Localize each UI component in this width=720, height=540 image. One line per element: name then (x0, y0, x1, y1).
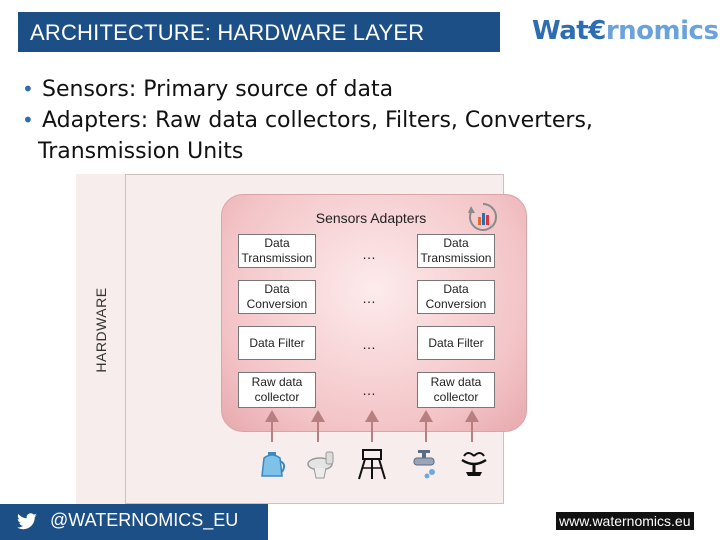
middle-ellipsis: … (362, 336, 376, 352)
right-data-conversion: Data Conversion (417, 280, 495, 314)
data-flow-arrow (365, 410, 379, 442)
middle-ellipsis: … (362, 246, 376, 262)
middle-ellipsis: … (362, 382, 376, 398)
right-data-transmission: Data Transmission (417, 234, 495, 268)
left-raw-data-collector: Raw data collector (238, 372, 316, 408)
bullet-adapters: Adapters: Raw data collectors, Filters, … (22, 105, 593, 136)
data-flow-arrow (419, 410, 433, 442)
bullet-sensors: Sensors: Primary source of data (22, 74, 593, 105)
kettle-icon (261, 452, 286, 477)
hardware-label: HARDWARE (93, 287, 109, 373)
data-flow-arrow (265, 410, 279, 442)
twitter-footer (0, 504, 268, 540)
right-data-filter: Data Filter (417, 326, 495, 360)
twitter-bird-icon (17, 513, 37, 530)
middle-ellipsis: … (362, 290, 376, 306)
faucet-icon (413, 450, 435, 479)
left-data-filter: Data Filter (238, 326, 316, 360)
website-link[interactable]: www.waternomics.eu (556, 512, 694, 530)
bullet-list: Sensors: Primary source of data Adapters… (22, 74, 593, 167)
left-data-conversion: Data Conversion (238, 280, 316, 314)
toilet-icon (307, 451, 334, 479)
data-flow-arrow (311, 410, 325, 442)
slide-title: ARCHITECTURE: HARDWARE LAYER (18, 12, 500, 52)
sensors-adapters-title: Sensors Adapters (315, 210, 427, 226)
twitter-handle[interactable]: @WATERNOMICS_EU (50, 510, 239, 530)
left-data-transmission: Data Transmission (238, 234, 316, 268)
fountain-icon (461, 452, 487, 476)
bullet-adapters-continued: Transmission Units (38, 139, 244, 164)
waternomics-logo: Wat€rnomics (532, 16, 719, 46)
water-tower-icon (358, 449, 386, 480)
data-flow-arrow (465, 410, 479, 442)
right-raw-data-collector: Raw data collector (417, 372, 495, 408)
hardware-side-strip (76, 174, 126, 504)
recycle-cycle-icon (468, 203, 497, 231)
